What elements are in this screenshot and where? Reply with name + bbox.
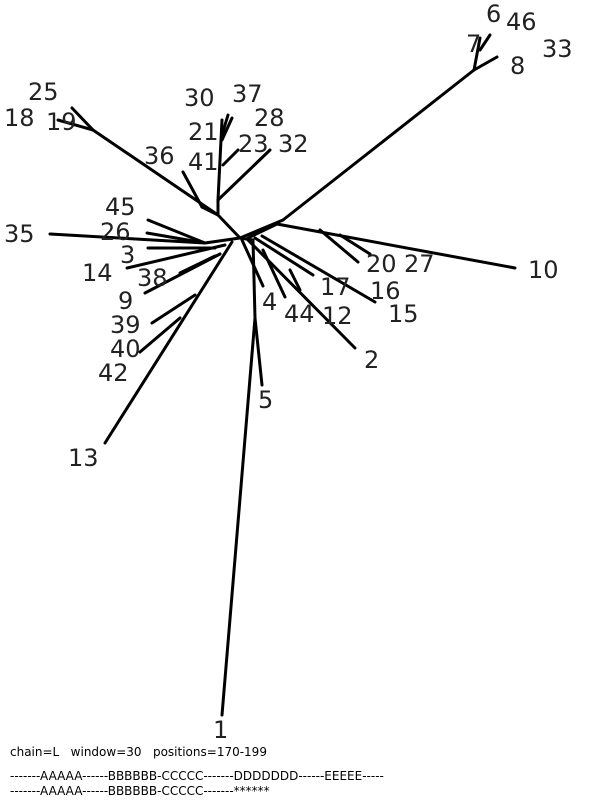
branch <box>220 116 234 142</box>
leaf-label: 45 <box>105 193 136 221</box>
leaf-label: 32 <box>278 130 309 158</box>
leaf-label: 17 <box>320 273 351 301</box>
window-info: chain=L window=30 positions=170-199 <box>10 745 267 759</box>
branch <box>220 316 257 717</box>
branch <box>48 232 207 245</box>
sequence-line-2: -------AAAAA------BBBBBB-CCCCC-------***… <box>10 784 270 798</box>
branch <box>253 236 315 277</box>
branch <box>216 213 242 240</box>
leaf-label: 19 <box>46 108 77 136</box>
leaf-label: 12 <box>322 302 353 330</box>
leaf-label: 46 <box>506 8 537 36</box>
leaf-label: 41 <box>188 148 219 176</box>
leaf-label: 13 <box>68 444 99 472</box>
leaf-label: 15 <box>388 300 419 328</box>
leaf-label: 3 <box>120 241 135 269</box>
leaf-label: 10 <box>528 256 559 284</box>
branch <box>318 228 360 264</box>
branch <box>70 106 95 132</box>
branch <box>253 316 264 387</box>
branch <box>472 36 482 72</box>
branch <box>146 218 207 245</box>
branch <box>143 252 222 295</box>
leaf-label: 39 <box>110 311 141 339</box>
leaf-label: 5 <box>258 386 273 414</box>
leaf-label: 18 <box>4 104 35 132</box>
tree-branches <box>48 33 517 717</box>
branch <box>281 68 476 222</box>
sequence-line-1: -------AAAAA------BBBBBB-CCCCC-------DDD… <box>10 769 384 783</box>
leaf-label: 30 <box>184 84 215 112</box>
leaf-label: 16 <box>370 277 401 305</box>
branch <box>275 222 517 270</box>
leaf-label: 20 <box>366 250 397 278</box>
leaf-label: 8 <box>510 52 525 80</box>
leaf-label: 6 <box>486 0 501 28</box>
leaf-label: 26 <box>100 218 131 246</box>
leaf-label: 9 <box>118 287 133 315</box>
leaf-label: 25 <box>28 78 59 106</box>
branch <box>261 248 287 299</box>
branch <box>103 240 234 445</box>
branch <box>56 118 95 132</box>
leaf-label: 2 <box>364 346 379 374</box>
branch <box>288 268 302 292</box>
branch <box>251 238 257 320</box>
branch <box>240 238 265 288</box>
branch <box>478 33 492 52</box>
leaf-label: 21 <box>188 118 219 146</box>
branch <box>145 231 207 245</box>
branch <box>260 234 377 304</box>
leaf-label: 27 <box>404 250 435 278</box>
branch <box>246 222 279 240</box>
leaf-label: 42 <box>98 359 129 387</box>
leaf-label: 37 <box>232 80 263 108</box>
leaf-label: 36 <box>144 142 175 170</box>
branch <box>472 55 499 72</box>
leaf-label: 33 <box>542 35 573 63</box>
leaf-label: 14 <box>82 259 113 287</box>
leaf-label: 44 <box>284 300 315 328</box>
branch <box>221 148 240 167</box>
branch <box>125 243 227 270</box>
leaf-label: 23 <box>238 130 269 158</box>
leaf-label: 4 <box>262 288 277 316</box>
branch <box>138 316 182 354</box>
branch <box>181 170 204 209</box>
leaf-label: 35 <box>4 220 35 248</box>
branch <box>203 236 242 245</box>
leaf-label: 38 <box>137 264 168 292</box>
leaf-label: 1 <box>213 716 228 742</box>
branch <box>150 293 197 325</box>
leaf-label: 28 <box>254 104 285 132</box>
branch <box>220 113 230 137</box>
leaf-label: 40 <box>110 335 141 363</box>
leaf-label: 7 <box>466 30 481 58</box>
branch <box>338 233 372 256</box>
branch <box>200 205 220 217</box>
branch <box>216 148 272 202</box>
